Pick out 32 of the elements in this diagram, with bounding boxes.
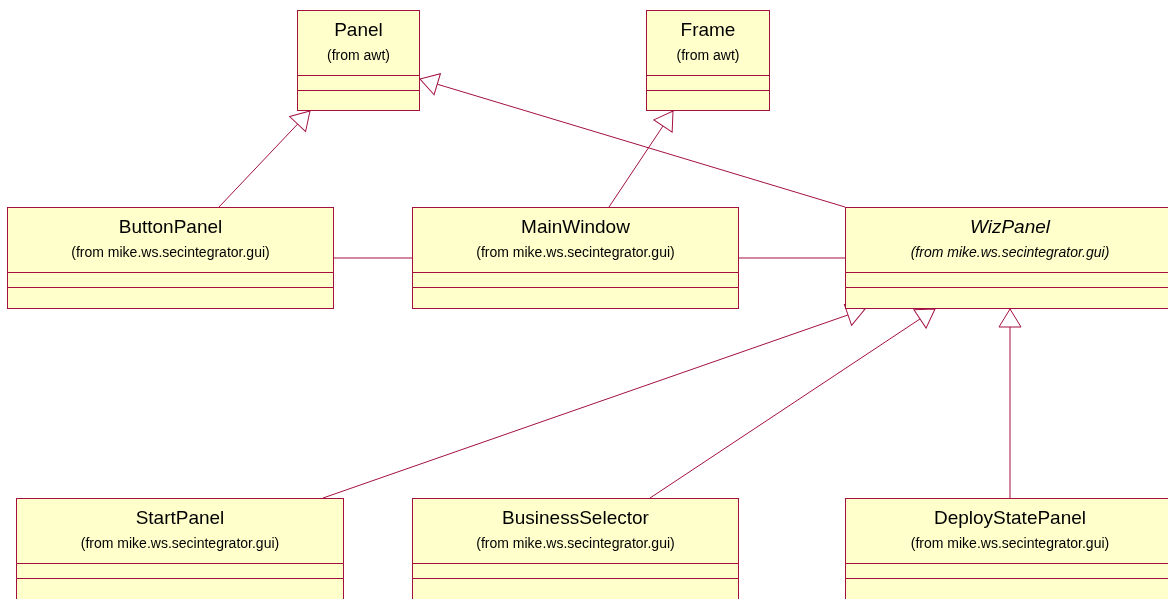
class-name: Panel xyxy=(334,19,383,41)
association-line xyxy=(738,257,846,259)
package-note: (from mike.ws.secintegrator.gui) xyxy=(71,244,270,260)
class-box xyxy=(845,207,1168,309)
package-note: (from awt) xyxy=(327,47,390,63)
class-name: DeployStatePanel xyxy=(933,507,1087,529)
inheritance-arrow xyxy=(998,308,1022,499)
class-name: MainWindow xyxy=(521,216,630,238)
package-note: (from mike.ws.secintegrator.gui) xyxy=(476,244,675,260)
class-box xyxy=(297,10,420,111)
class-box xyxy=(7,207,334,309)
package-note: (from mike.ws.secintegrator.gui) xyxy=(80,535,280,551)
inheritance-arrow xyxy=(218,110,311,208)
package-note: (from mike.ws.secintegrator.gui) xyxy=(910,244,1110,260)
association-line xyxy=(333,257,413,259)
class-name: StartPanel xyxy=(135,507,225,529)
inheritance-arrow xyxy=(649,308,936,499)
package-note: (from awt) xyxy=(676,47,740,63)
inheritance-arrow xyxy=(322,304,866,499)
class-box xyxy=(845,498,1168,599)
class-name: ButtonPanel xyxy=(118,216,223,238)
inheritance-arrow xyxy=(419,73,846,208)
package-note: (from mike.ws.secintegrator.gui) xyxy=(910,535,1110,551)
class-name: Frame xyxy=(680,19,736,41)
class-box xyxy=(412,207,739,309)
class-name: BusinessSelector xyxy=(502,507,649,529)
class-name: WizPanel xyxy=(969,216,1051,238)
class-box xyxy=(412,498,739,599)
class-box xyxy=(646,10,770,111)
package-note: (from mike.ws.secintegrator.gui) xyxy=(476,535,675,551)
class-box xyxy=(16,498,344,599)
inheritance-arrow xyxy=(608,110,674,208)
